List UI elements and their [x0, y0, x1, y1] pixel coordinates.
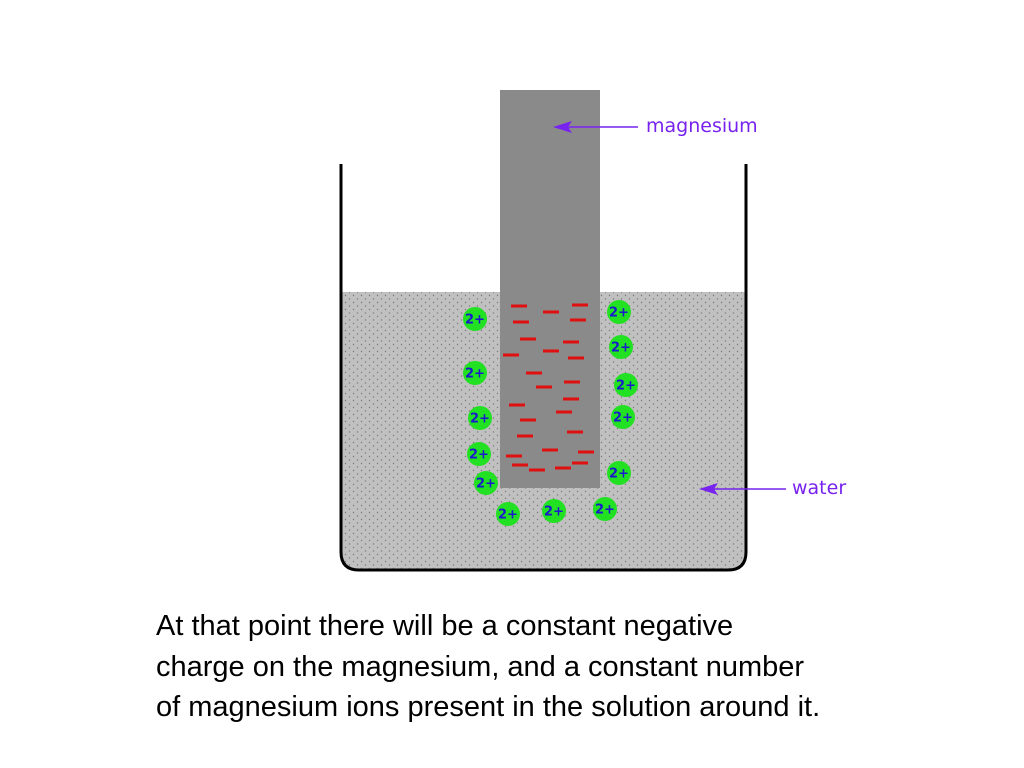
water-label: water	[792, 477, 846, 499]
ion-circle	[463, 307, 487, 331]
electron	[572, 461, 588, 465]
caption-line-2: charge on the magnesium, and a constant …	[156, 650, 805, 683]
electron	[511, 304, 527, 308]
ion-circle	[542, 499, 566, 523]
magnesium-arrow-head	[553, 121, 572, 133]
magnesium-label: magnesium	[646, 115, 758, 137]
ion-circle	[468, 406, 492, 430]
magnesium-ion: 2+	[593, 497, 617, 521]
electron	[512, 463, 528, 467]
electrochemistry-diagram: 2+ 2+ 2+ 2+ 2+ 2+ 2+ 2+ 2+ 2+ 2+ 2+ 2+ magnesium wat…	[339, 90, 846, 572]
magnesium-ion: 2+	[542, 499, 566, 523]
ion-circle	[607, 300, 631, 324]
electron	[513, 320, 529, 324]
ion-circle	[496, 502, 520, 526]
ion-circle	[474, 471, 498, 495]
electron	[578, 450, 594, 454]
ion-circle	[593, 497, 617, 521]
electron	[517, 434, 533, 438]
ion-circle	[614, 373, 638, 397]
electron	[570, 318, 586, 322]
ion-circle	[609, 335, 633, 359]
ion-charge-label: 2+	[609, 467, 629, 482]
ion-charge-label: 2+	[469, 448, 489, 463]
caption: At that point there will be a constant n…	[156, 606, 976, 728]
magnesium-ion: 2+	[467, 442, 491, 466]
electron	[526, 371, 542, 375]
electron	[520, 418, 536, 422]
caption-line-1: At that point there will be a constant n…	[156, 610, 734, 642]
electron	[543, 349, 559, 353]
ion-circle	[611, 405, 635, 429]
magnesium-ion: 2+	[474, 471, 498, 495]
magnesium-callout: magnesium	[553, 115, 758, 137]
caption-line-3: of magnesium ions present in the solutio…	[156, 691, 821, 723]
electron	[542, 448, 558, 452]
electron	[506, 454, 522, 458]
magnesium-ion: 2+	[463, 307, 487, 331]
ion-circle	[467, 442, 491, 466]
electron-group	[503, 303, 594, 472]
ion-charge-label: 2+	[498, 508, 518, 523]
magnesium-ion: 2+	[611, 405, 635, 429]
electron	[568, 356, 584, 360]
electron	[563, 340, 579, 344]
ion-circle	[463, 361, 487, 385]
magnesium-ion: 2+	[468, 406, 492, 430]
water-callout: water	[699, 477, 846, 499]
magnesium-ion: 2+	[609, 335, 633, 359]
ion-group: 2+ 2+ 2+ 2+ 2+ 2+ 2+ 2+ 2+ 2+ 2+ 2+ 2+	[463, 300, 638, 526]
ion-charge-label: 2+	[609, 306, 629, 321]
magnesium-ion: 2+	[607, 300, 631, 324]
electron	[543, 310, 559, 314]
ion-charge-label: 2+	[616, 379, 636, 394]
electron	[503, 353, 519, 357]
electron	[572, 303, 588, 307]
ion-charge-label: 2+	[595, 503, 615, 518]
ion-circle	[607, 461, 631, 485]
electron	[556, 410, 572, 414]
electron	[520, 337, 536, 341]
water-arrow-head	[699, 483, 718, 495]
beaker	[339, 164, 748, 572]
magnesium-ion: 2+	[463, 361, 487, 385]
ion-charge-label: 2+	[470, 412, 490, 427]
electron	[564, 380, 580, 384]
magnesium-ion: 2+	[614, 373, 638, 397]
ion-charge-label: 2+	[476, 477, 496, 492]
magnesium-ion: 2+	[607, 461, 631, 485]
magnesium-rod	[500, 90, 600, 488]
electron	[509, 403, 525, 407]
electron	[529, 468, 545, 472]
ion-charge-label: 2+	[613, 411, 633, 426]
electron	[567, 430, 583, 434]
magnesium-ion: 2+	[496, 502, 520, 526]
electron	[563, 397, 579, 401]
ion-charge-label: 2+	[465, 367, 485, 382]
ion-charge-label: 2+	[544, 505, 564, 520]
ion-charge-label: 2+	[611, 341, 631, 356]
electron	[555, 466, 571, 470]
ion-charge-label: 2+	[465, 313, 485, 328]
electron	[536, 385, 552, 389]
